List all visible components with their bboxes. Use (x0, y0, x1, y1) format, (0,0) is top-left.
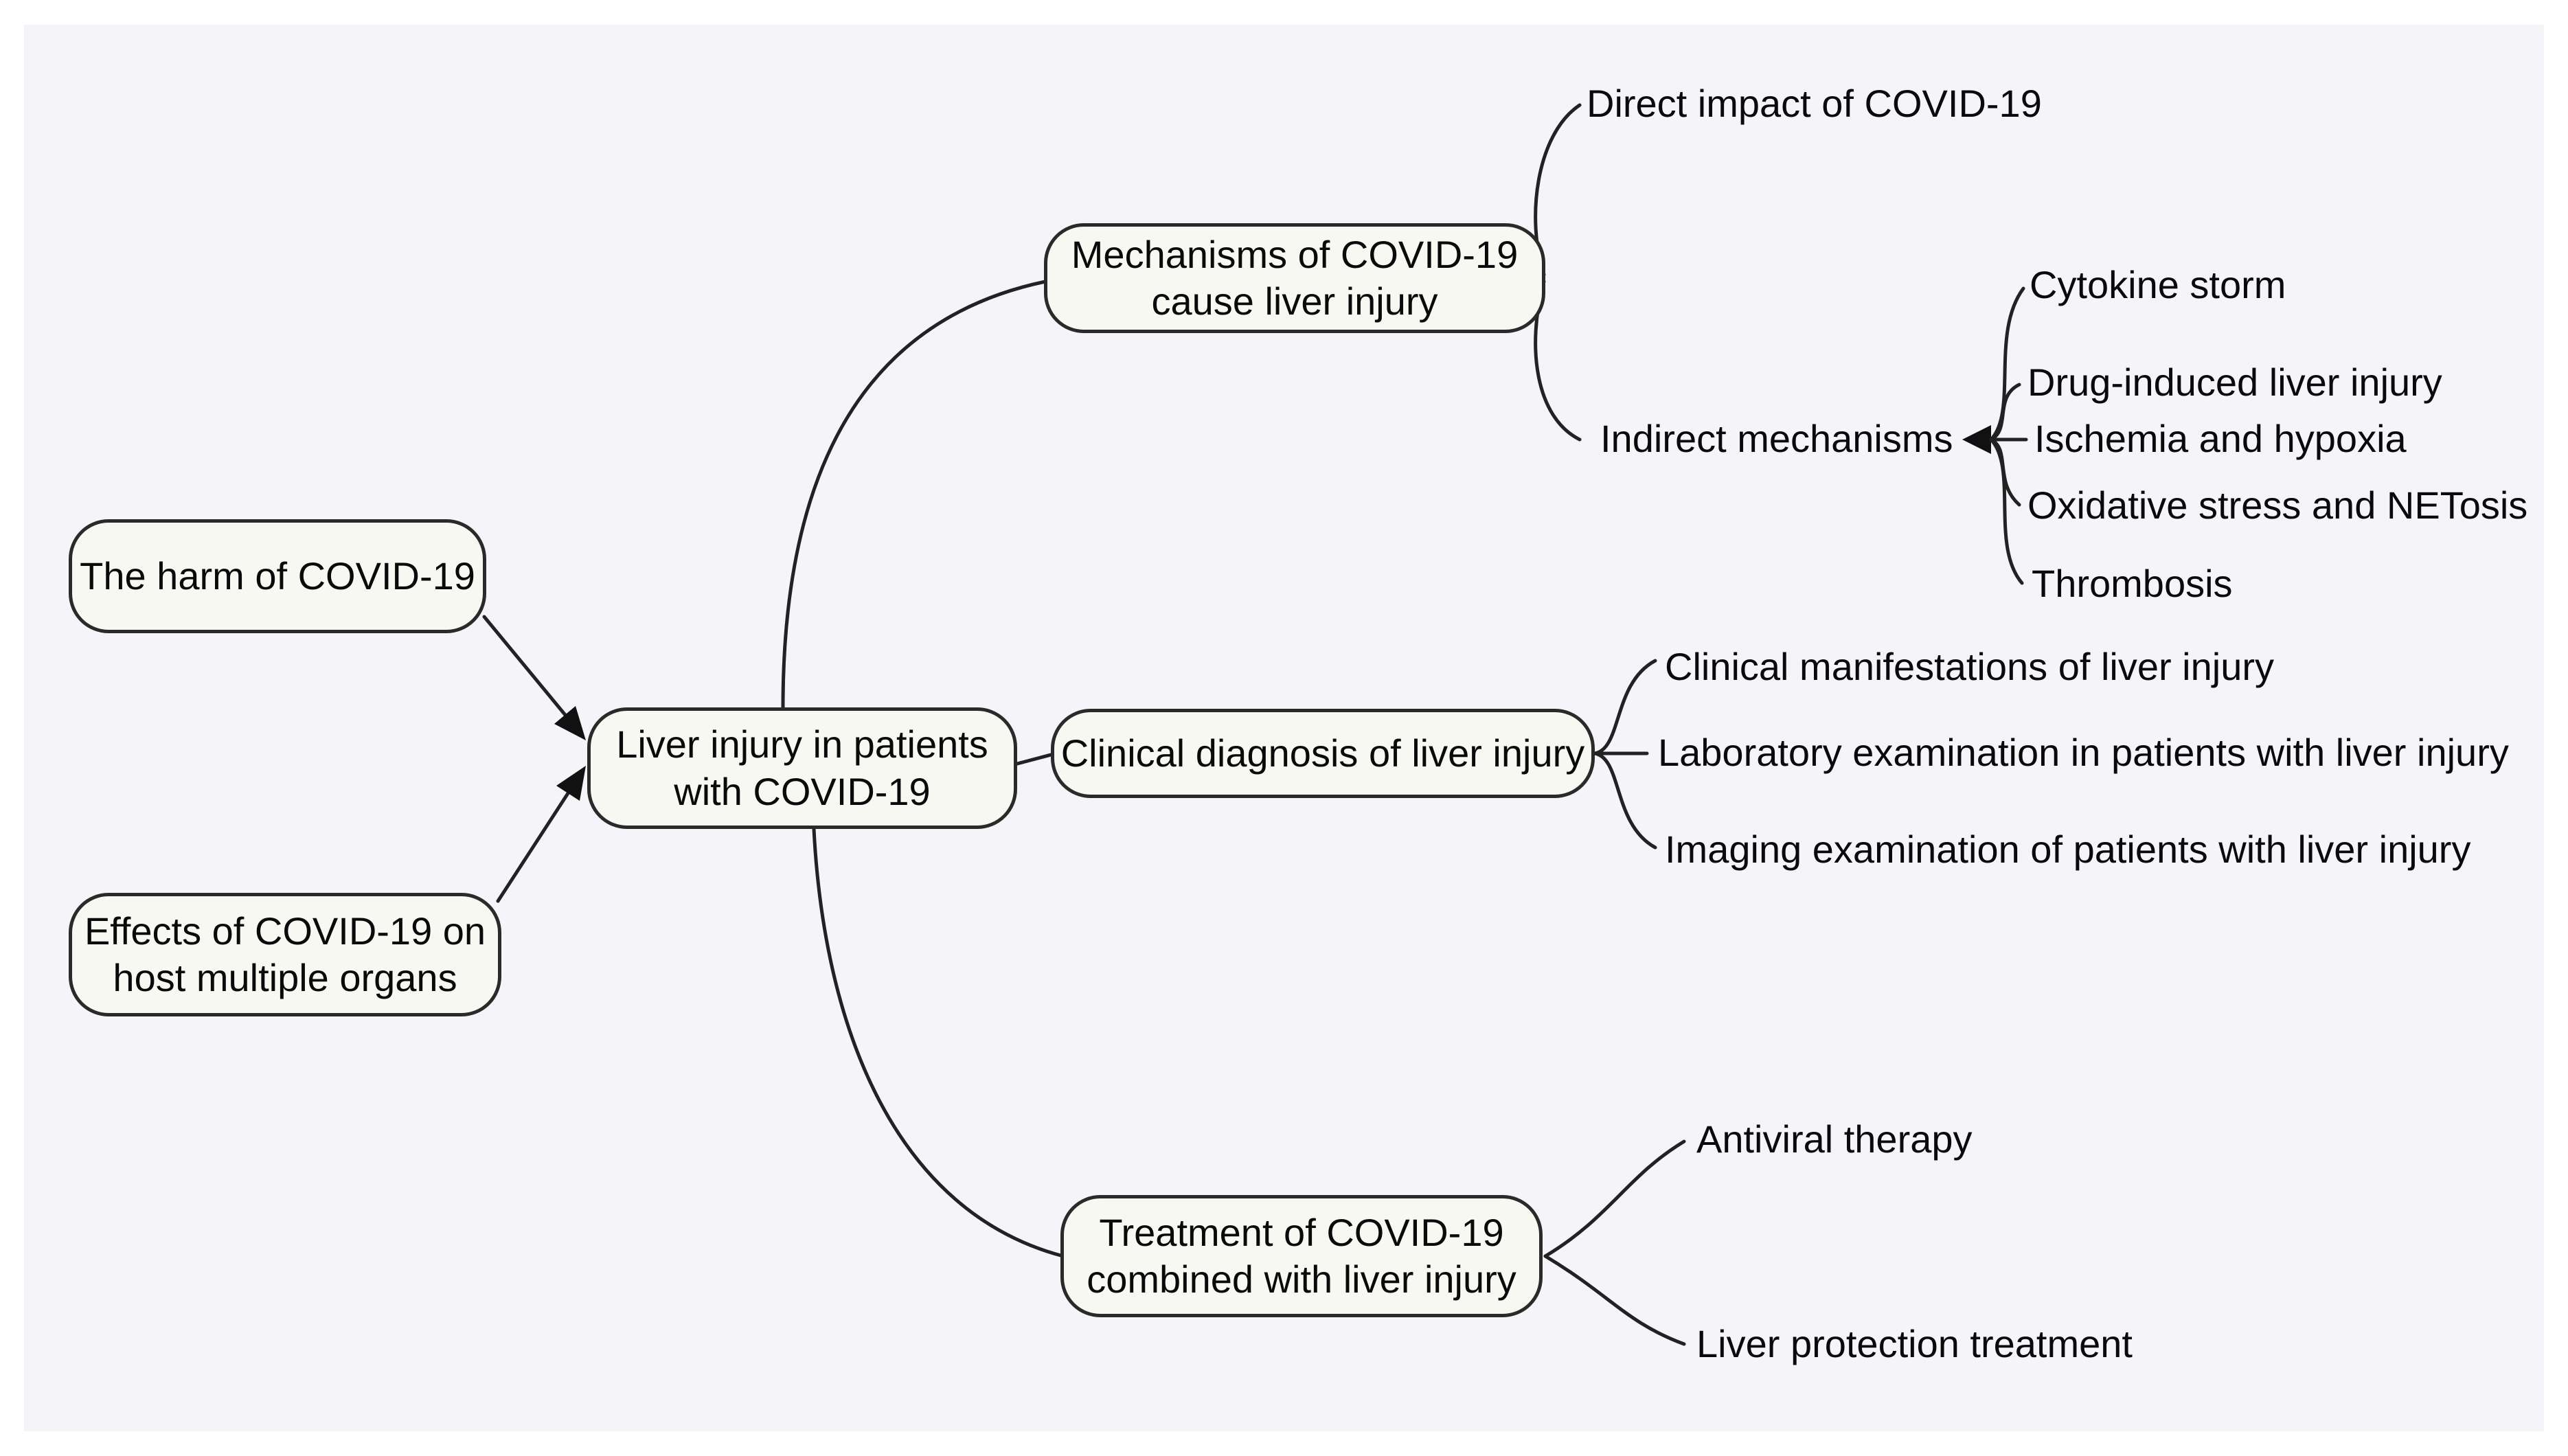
node-effects-on-organs: Effects of COVID-19 on host multiple org… (69, 893, 501, 1016)
leaf-clinical-manifestations: Clinical manifestations of liver injury (1665, 645, 2275, 689)
edge-effects-to-root (496, 791, 570, 903)
arrowhead-effects-to-root (556, 766, 586, 801)
edge-root-to-treatment (812, 827, 1065, 1258)
edge-indirect-to-thrombosis (1989, 437, 2024, 585)
node-mechanisms: Mechanisms of COVID-19 cause liver injur… (1044, 223, 1545, 333)
leaf-oxidative-netosis: Oxidative stress and NETosis (2027, 484, 2528, 527)
edge-root-to-mechanisms (781, 280, 1047, 709)
node-harm-of-covid: The harm of COVID-19 (69, 519, 486, 633)
edge-root-to-diagnosis (1015, 752, 1056, 766)
leaf-liver-protection: Liver protection treatment (1696, 1322, 2133, 1366)
leaf-indirect-mechanisms: Indirect mechanisms (1600, 417, 1953, 461)
edge-treatment-to-protection (1543, 1254, 1686, 1346)
edge-diagnosis-to-imaging (1593, 751, 1657, 850)
edge-indirect-to-drug (1989, 383, 2021, 442)
node-root-topic: Liver injury in patients with COVID-19 (587, 707, 1017, 829)
leaf-laboratory-examination: Laboratory examination in patients with … (1658, 731, 2509, 775)
node-clinical-diagnosis: Clinical diagnosis of liver injury (1051, 709, 1595, 798)
arrowhead-indirect (1962, 425, 1991, 454)
edge-treatment-to-antiviral (1543, 1139, 1686, 1258)
edge-indirect-to-cytokine (1989, 286, 2025, 442)
leaf-cytokine-storm: Cytokine storm (2030, 263, 2286, 307)
leaf-antiviral-therapy: Antiviral therapy (1696, 1117, 1973, 1161)
leaf-drug-induced: Drug-induced liver injury (2027, 361, 2442, 405)
leaf-imaging-examination: Imaging examination of patients with liv… (1665, 828, 2471, 872)
edge-diagnosis-to-manifestations (1593, 659, 1657, 755)
leaf-ischemia-hypoxia: Ischemia and hypoxia (2034, 417, 2407, 461)
arrowhead-harm-to-root (554, 706, 586, 740)
leaf-thrombosis: Thrombosis (2032, 562, 2233, 606)
leaf-direct-impact: Direct impact of COVID-19 (1587, 82, 2042, 126)
edge-harm-to-root (482, 615, 567, 717)
node-treatment: Treatment of COVID-19 combined with live… (1060, 1195, 1543, 1317)
